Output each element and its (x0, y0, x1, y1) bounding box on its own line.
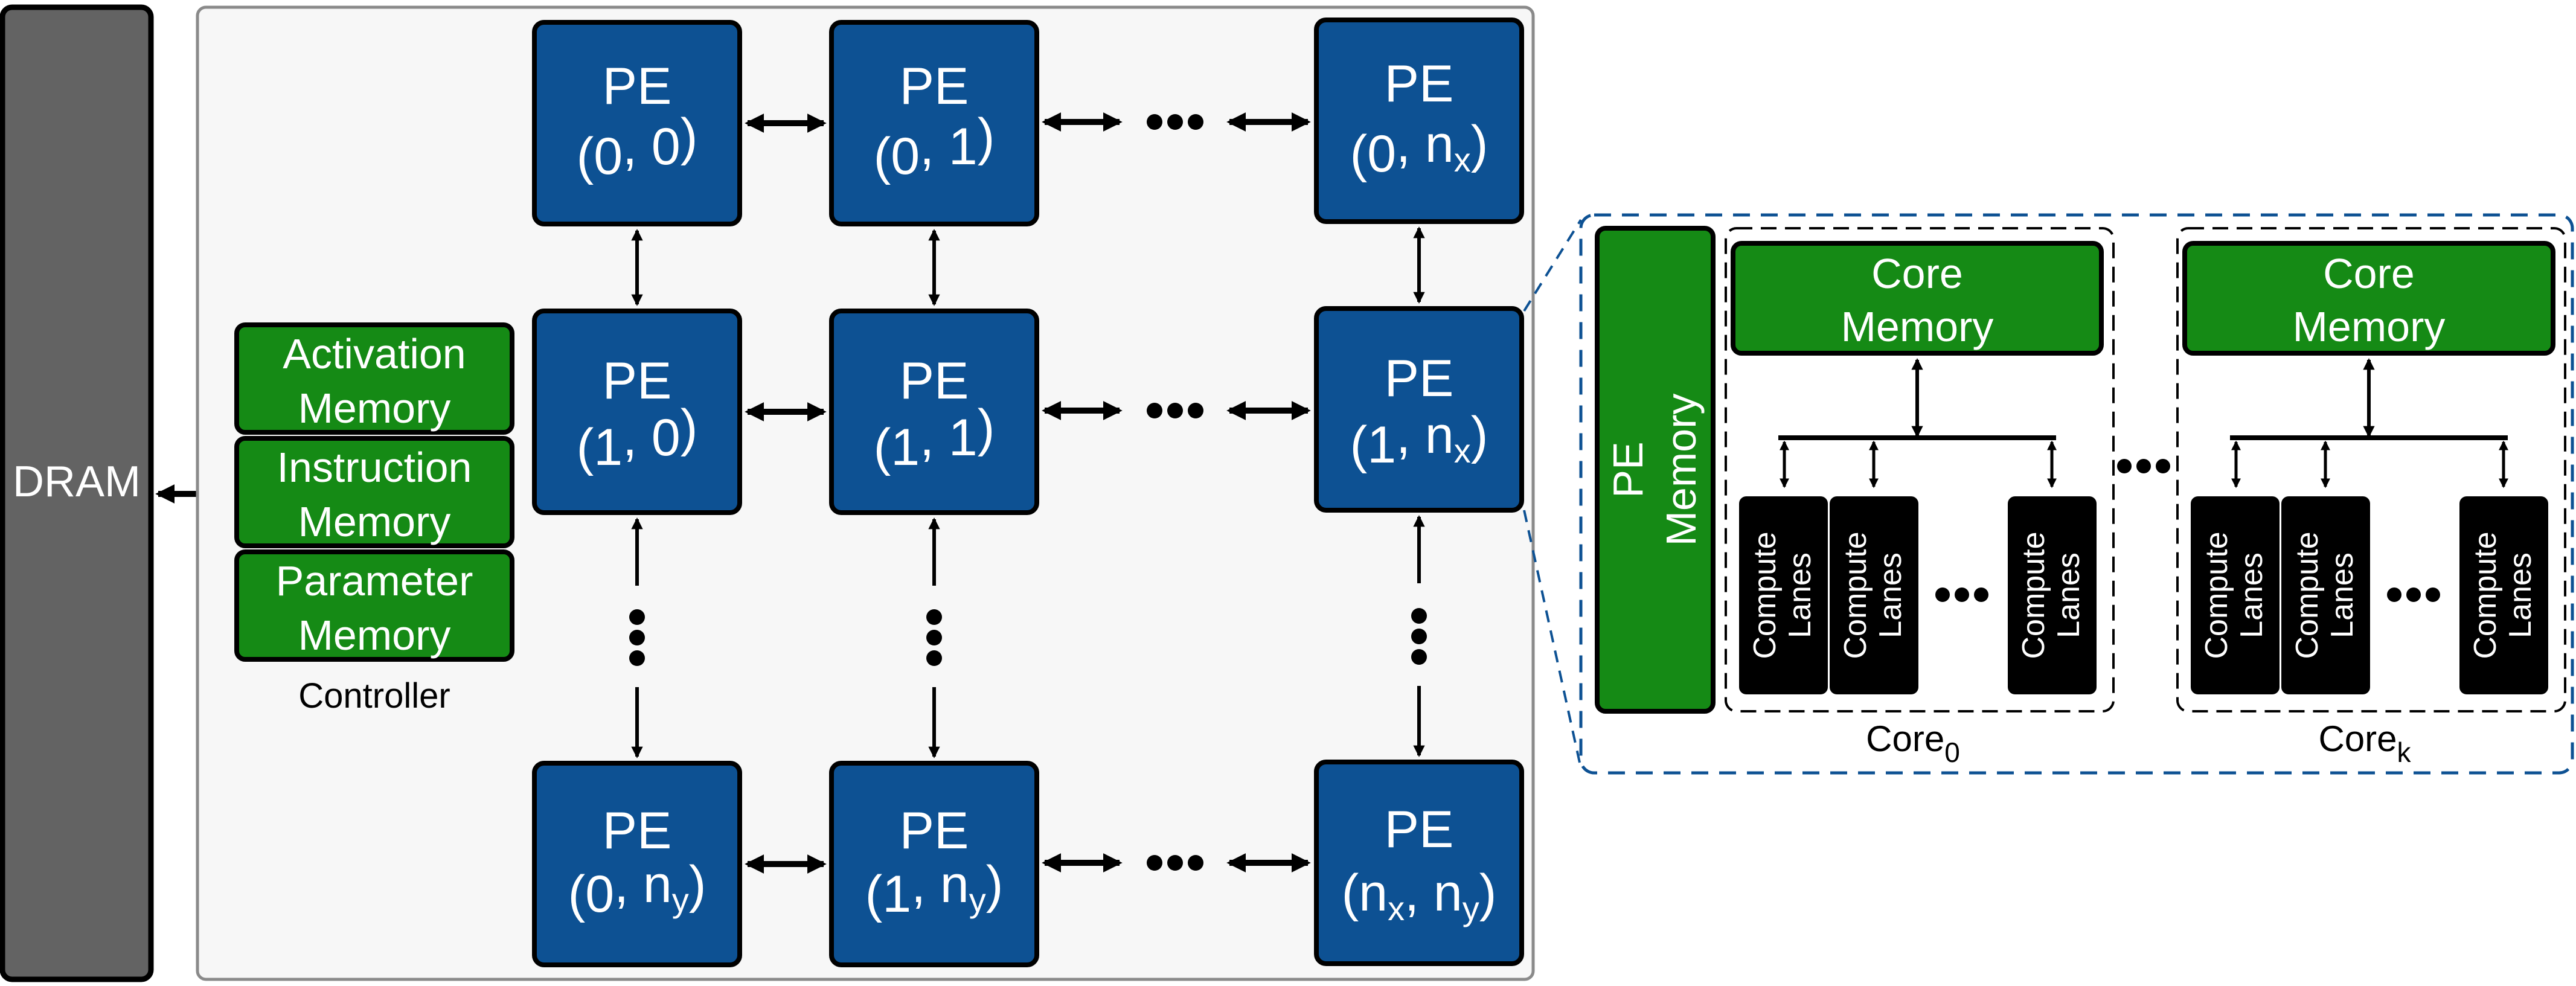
cores-ellipsis (2117, 459, 2170, 473)
core-k-lane-1-line1: Compute (2290, 532, 2325, 659)
pe-0-0: PE (0, 0) (532, 20, 742, 226)
pe-1-nx-title: PE (1385, 350, 1454, 408)
pe-0-0-coords: (0, 0) (577, 108, 698, 185)
core-0: Core Memory Compute Lanes Compute Lanes (1725, 227, 2115, 768)
core-k-memory-line1: Core (2323, 250, 2415, 297)
core-0-lane-0-line1: Compute (1748, 532, 1783, 659)
core-k-memory: Core Memory (2182, 241, 2555, 356)
core-k-ellipsis (2387, 587, 2440, 602)
instruction-memory: Instruction Memory (234, 436, 514, 548)
pe-1-0-title: PE (603, 352, 672, 410)
dram-block: DRAM (0, 4, 154, 982)
core-0-memory-line1: Core (1871, 250, 1963, 297)
vertical-links (631, 226, 1425, 758)
core-0-memory: Core Memory (1731, 241, 2104, 356)
horizontal-links (745, 112, 1311, 874)
core-0-memory-line2: Memory (1841, 303, 1994, 350)
zoom-connectors (1523, 219, 1582, 769)
core-k-bus (2230, 358, 2509, 488)
core-k-lane-0: Compute Lanes (2191, 496, 2280, 694)
parameter-memory: Parameter Memory (234, 549, 514, 662)
core-k-lane-0-line2: Lanes (2234, 552, 2269, 638)
activation-memory: Activation Memory (234, 322, 514, 435)
pe-1-1-title: PE (900, 352, 969, 410)
pe-1-nx-coords: (1, nx) (1350, 406, 1488, 474)
core-k-lane-0-line1: Compute (2199, 532, 2234, 659)
core-k: Core Memory Compute Lanes Compute Lanes (2176, 227, 2566, 768)
core-k-lane-2-line2: Lanes (2503, 552, 2538, 638)
core-0-lane-1-line1: Compute (1838, 532, 1873, 659)
pe-0-1-title: PE (900, 57, 969, 115)
core-0-lane-1-line2: Lanes (1873, 552, 1908, 638)
dram-label: DRAM (13, 458, 141, 506)
core-0-lane-2: Compute Lanes (2008, 496, 2097, 694)
pe-0-nx: PE (0, nx) (1314, 18, 1524, 224)
ellipsis-dots (629, 114, 1427, 871)
core-0-lane-2-line1: Compute (2016, 532, 2051, 659)
pe-1-nx: PE (1, nx) (1314, 306, 1524, 513)
core-0-lane-0-line2: Lanes (1783, 552, 1818, 638)
core-k-memory-line2: Memory (2293, 303, 2446, 350)
core-k-lane-1-line2: Lanes (2325, 552, 2360, 638)
core-0-bus (1778, 358, 2057, 488)
instruction-memory-line2: Memory (298, 498, 451, 545)
pe-0-ny: PE (0, ny) (532, 761, 742, 967)
pe-0-1: PE (0, 1) (829, 20, 1039, 226)
controller: Activation Memory Instruction Memory Par… (234, 322, 514, 715)
core-k-lane-1: Compute Lanes (2281, 496, 2370, 694)
activation-memory-line2: Memory (298, 385, 451, 432)
core-0-ellipsis (1935, 587, 1988, 602)
pe-memory-line2: Memory (1658, 394, 1705, 546)
parameter-memory-line2: Memory (298, 612, 451, 659)
pe-nx-ny-title: PE (1385, 801, 1454, 859)
pe-1-0: PE (1, 0) (532, 309, 742, 515)
pe-0-ny-title: PE (603, 802, 672, 860)
pe-detail-panel: PE Memory Core Memory Compute Lanes (1579, 213, 2574, 775)
pe-1-ny-coords: (1, ny) (865, 856, 1004, 923)
pe-1-ny-title: PE (900, 802, 969, 860)
core-k-lane-2: Compute Lanes (2459, 496, 2548, 694)
pe-memory: PE Memory (1595, 226, 1716, 714)
core-k-label: Corek (2318, 719, 2411, 768)
core-0-lane-0: Compute Lanes (1739, 496, 1828, 694)
instruction-memory-line1: Instruction (277, 444, 472, 491)
pe-nx-ny: PE (nx, ny) (1314, 760, 1524, 966)
pe-1-0-coords: (1, 0) (577, 399, 698, 476)
controller-caption: Controller (298, 676, 450, 715)
pe-grid: PE (0, 0) PE (0, 1) PE (0, nx) PE (1, 0)… (532, 18, 1524, 967)
pe-1-ny: PE (1, ny) (829, 761, 1039, 967)
parameter-memory-line1: Parameter (276, 557, 473, 604)
activation-memory-line1: Activation (283, 330, 466, 377)
core-0-label: Core0 (1866, 719, 1960, 768)
core-0-lane-1: Compute Lanes (1830, 496, 1918, 694)
core-0-lane-2-line2: Lanes (2051, 552, 2086, 638)
pe-0-nx-title: PE (1385, 55, 1454, 113)
pe-memory-line1: PE (1604, 441, 1652, 498)
pe-0-ny-coords: (0, ny) (568, 856, 706, 923)
pe-1-1: PE (1, 1) (829, 309, 1039, 515)
pe-1-1-coords: (1, 1) (874, 399, 995, 476)
core-k-lane-2-line1: Compute (2468, 532, 2503, 659)
pe-0-0-title: PE (603, 57, 672, 115)
